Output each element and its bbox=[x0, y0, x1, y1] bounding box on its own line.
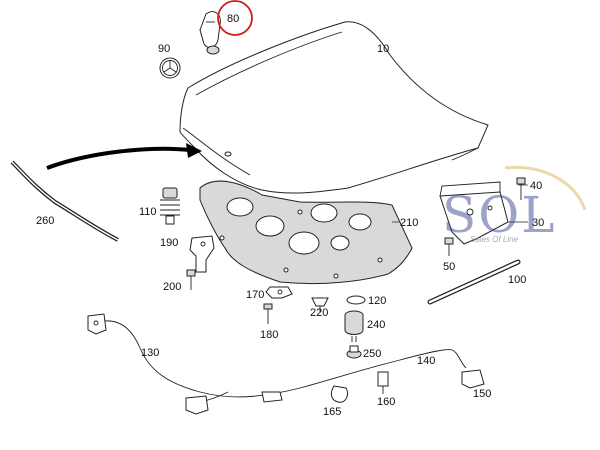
screw-180 bbox=[263, 303, 273, 324]
label-220: 220 bbox=[310, 307, 328, 319]
hinge-right bbox=[439, 181, 509, 245]
hood-seal-strip bbox=[10, 160, 119, 242]
sol-watermark: SOL Sales Of Line bbox=[442, 165, 587, 244]
hinge-bracket bbox=[189, 235, 215, 273]
grommet-120 bbox=[346, 295, 366, 305]
label-170: 170 bbox=[246, 289, 264, 301]
highlight-circle bbox=[217, 0, 253, 36]
label-250: 250 bbox=[363, 348, 381, 360]
label-140: 140 bbox=[417, 355, 435, 367]
callout-labels: 10 30 40 50 80 90 100 110 120 130 140 15… bbox=[36, 13, 544, 418]
label-180: 180 bbox=[260, 329, 278, 341]
insulation-mat bbox=[199, 180, 413, 285]
watermark-tagline: Sales Of Line bbox=[470, 235, 519, 244]
pointer-arrow bbox=[46, 146, 191, 170]
label-190: 190 bbox=[160, 237, 178, 249]
gas-strut bbox=[427, 259, 521, 305]
label-150: 150 bbox=[473, 388, 491, 400]
label-240: 240 bbox=[367, 319, 385, 331]
cable-clip-160 bbox=[377, 371, 389, 394]
label-160: 160 bbox=[377, 396, 395, 408]
label-200: 200 bbox=[163, 281, 181, 293]
nut-250 bbox=[346, 345, 362, 359]
bolt-40 bbox=[516, 177, 526, 200]
cable-handle-left bbox=[87, 313, 107, 335]
cable-junction bbox=[261, 391, 283, 403]
rubber-buffer-240 bbox=[344, 310, 364, 342]
label-165: 165 bbox=[323, 406, 341, 418]
label-260: 260 bbox=[36, 215, 54, 227]
label-100: 100 bbox=[508, 274, 526, 286]
label-30: 30 bbox=[532, 217, 544, 229]
clip-220 bbox=[311, 297, 329, 312]
bump-stop bbox=[160, 187, 180, 225]
hood-latch-top bbox=[199, 11, 221, 55]
label-110: 110 bbox=[139, 206, 157, 218]
watermark-brand: SOL bbox=[442, 186, 556, 244]
hood-panel bbox=[179, 21, 489, 194]
label-210: 210 bbox=[400, 217, 418, 229]
label-10: 10 bbox=[377, 43, 389, 55]
star-emblem bbox=[159, 57, 181, 79]
label-120: 120 bbox=[368, 295, 386, 307]
label-90: 90 bbox=[158, 43, 170, 55]
cable-clip-165 bbox=[330, 385, 349, 403]
pointer-arrowhead bbox=[186, 143, 202, 158]
leader-lines bbox=[392, 184, 528, 223]
latch-170 bbox=[265, 286, 293, 299]
bolt-200 bbox=[186, 269, 196, 290]
release-cable bbox=[97, 320, 467, 403]
label-50: 50 bbox=[443, 261, 455, 273]
label-40: 40 bbox=[530, 180, 542, 192]
cable-end-bracket bbox=[461, 369, 485, 389]
label-130: 130 bbox=[141, 347, 159, 359]
label-80: 80 bbox=[227, 13, 239, 25]
bolt-50 bbox=[444, 237, 454, 256]
cable-clamp-mid bbox=[185, 395, 209, 415]
